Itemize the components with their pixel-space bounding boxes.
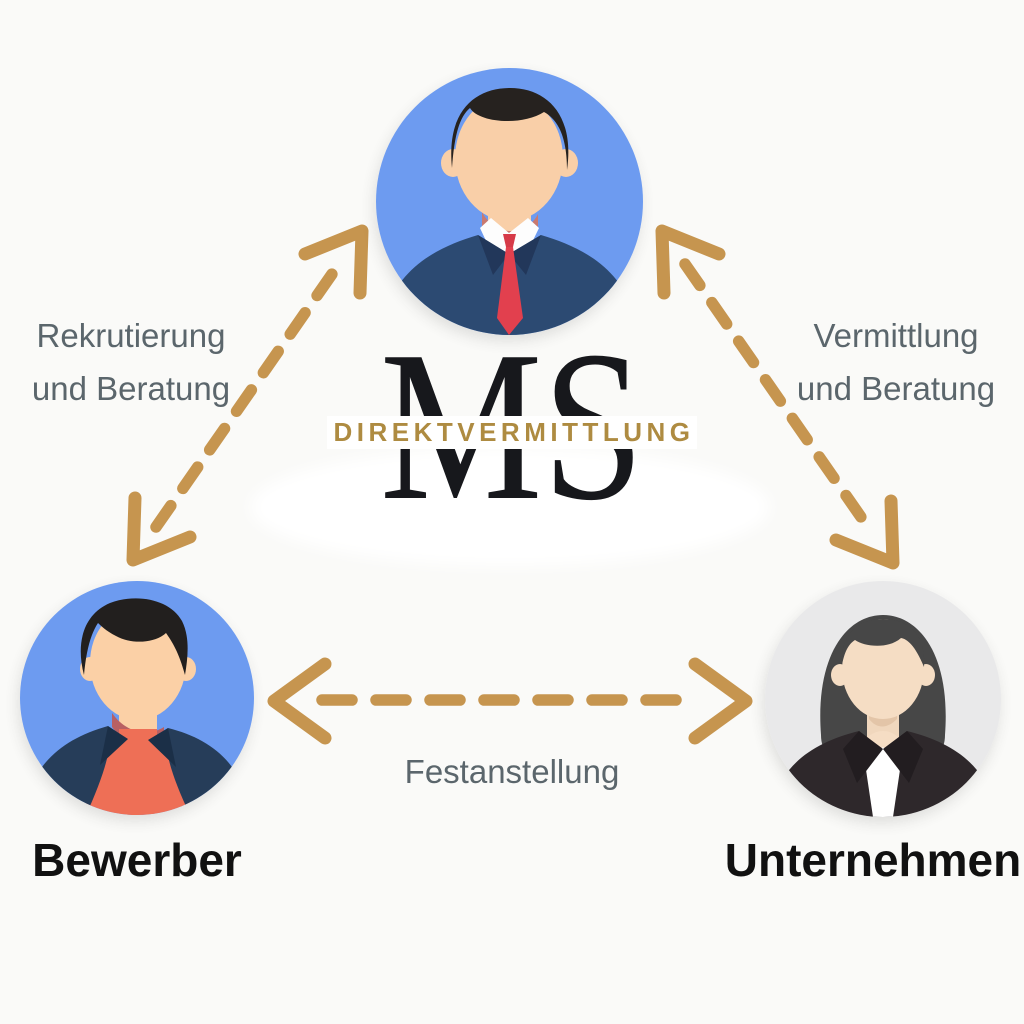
- businessman-avatar: [376, 68, 643, 335]
- ms-logo-wordmark-band: DIREKTVERMITTLUNG: [327, 416, 697, 449]
- businesswoman-avatar: [765, 581, 1001, 817]
- node-label-bewerber: Bewerber: [32, 834, 242, 886]
- edge-label-festanstellung: Festanstellung: [404, 753, 620, 790]
- edge-label-vermittlung-line1: Vermittlung: [813, 317, 979, 354]
- ms-logo-wordmark: DIREKTVERMITTLUNG: [333, 417, 695, 447]
- edge-label-rekrutierung-line2: und Beratung: [31, 369, 231, 407]
- arrow-bewerber-unternehmen: [267, 657, 753, 745]
- node-label-unternehmen: Unternehmen: [724, 834, 1022, 886]
- edge-label-rekrutierung: Rekrutierung und Beratung: [0, 310, 262, 416]
- edge-label-vermittlung-line2: und Beratung: [796, 369, 996, 407]
- applicant-avatar: [20, 581, 254, 815]
- edge-label-vermittlung: Vermittlung und Beratung: [768, 310, 1024, 416]
- edge-label-rekrutierung-line1: Rekrutierung: [36, 317, 226, 354]
